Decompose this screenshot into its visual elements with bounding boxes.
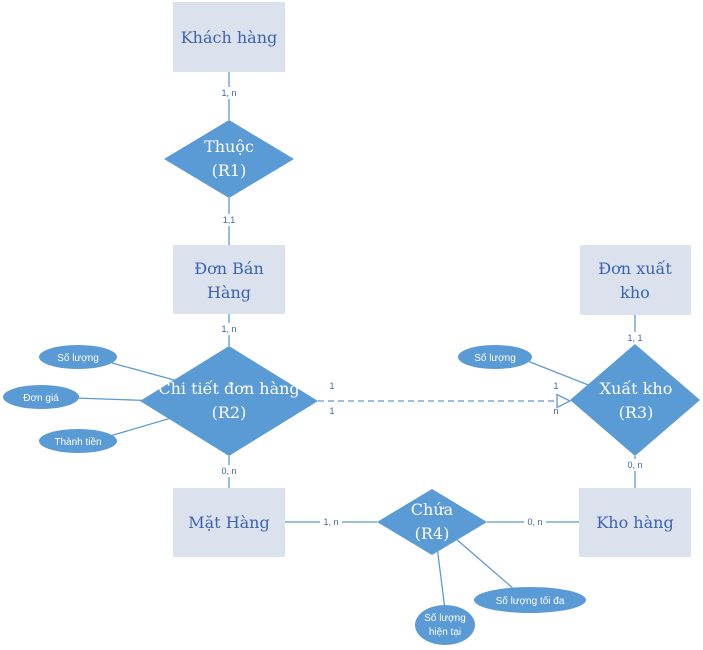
relationship-label: (R1) [212,161,247,180]
relationship-r2: Chi tiết đơn hàng (R2) [140,346,318,456]
cardinality-label: 1, 1 [627,333,642,343]
attribute-so-luong-toi-da: Số lượng tối đa [474,587,586,613]
attribute-label: Số lượng [424,612,466,624]
attribute-label: Số lượng [474,352,516,364]
attribute-so-luong-r3: Số lượng [458,345,532,369]
relationship-label: (R4) [415,524,450,543]
entity-label: Hàng [207,283,251,302]
attribute-don-gia: Đơn giá [3,385,79,409]
attribute-so-luong-hien-tai: Số lượng hiện tại [415,605,475,645]
line-attr-soluong-r2 [111,362,186,384]
entity-kho-hang: Kho hàng [579,488,691,557]
cardinality-label: 1, n [221,324,236,334]
relationship-label: (R2) [212,403,247,422]
attribute-label: Số lượng tối đa [496,595,565,607]
line-attr-soluong-r3 [524,359,597,389]
entity-don-ban-hang: Đơn Bán Hàng [173,245,285,314]
entity-mat-hang: Mặt Hàng [173,488,285,557]
attribute-label: hiện tại [429,627,461,638]
cardinality-label: 1, n [221,88,236,98]
relationship-label: Chi tiết đơn hàng [158,379,299,398]
cardinality-label: 0, n [527,517,542,527]
attribute-label: Số lượng [57,352,99,364]
attribute-label: Thành tiền [54,436,101,448]
relationship-r4: Chứa (R4) [377,489,487,555]
entity-label: Đơn Bán [194,259,264,278]
line-attr-thanhtien [109,415,179,437]
relationship-label: Chứa [411,500,454,519]
cardinality-label: 0, n [627,460,642,470]
cardinality-label: 1 [329,381,334,391]
cardinality-label: 1 [329,406,334,416]
relationship-r1: Thuộc (R1) [164,120,294,198]
cardinality-label: 1 [553,381,558,391]
entity-label: Đơn xuất [598,259,672,278]
attribute-label: Đơn giá [23,393,59,404]
line-attr-soluongtoida [454,537,516,591]
cardinality-labels: 1, n 1,1 1, n 0, n 1, 1 0, n 1, n 0, n 1… [218,87,646,528]
line-attr-soluonghientai [436,545,446,611]
relationship-label: Xuất kho [600,379,673,398]
relationship-label: (R3) [619,403,654,422]
cardinality-label: 1, n [323,517,338,527]
entity-don-xuat-kho: Đơn xuất kho [580,245,691,315]
entity-khach-hang: Khách hàng [173,2,285,72]
entity-label: kho [620,283,650,302]
entity-label: Kho hàng [596,513,673,532]
cardinality-label: 1,1 [223,215,236,225]
attribute-thanh-tien: Thành tiền [39,429,117,453]
relationship-label: Thuộc [204,137,254,156]
entity-label: Khách hàng [181,28,278,47]
connector-lines [74,72,636,611]
attribute-so-luong-r2: Số lượng [39,345,117,369]
relationship-r3: Xuất kho (R3) [570,344,700,456]
cardinality-label: 0, n [221,466,236,476]
entity-label: Mặt Hàng [188,513,269,532]
cardinality-label: n [553,406,558,416]
